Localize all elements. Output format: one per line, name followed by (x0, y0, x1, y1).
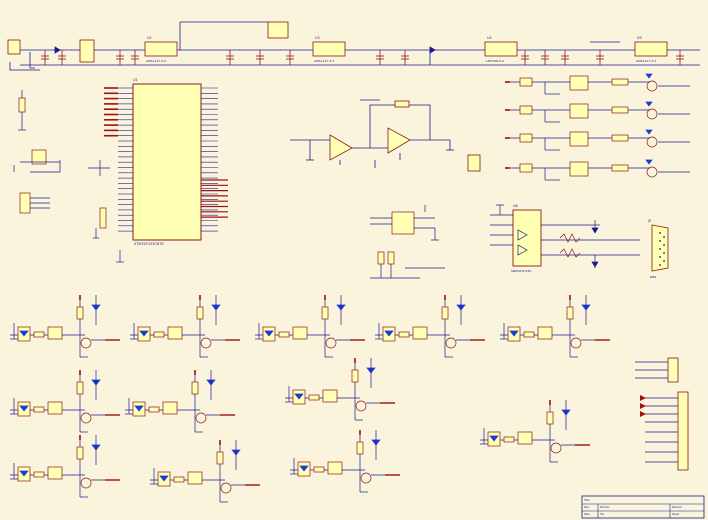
relay-driver (375, 295, 485, 358)
relay-driver (130, 295, 240, 358)
mcu-ref: U1 (133, 78, 138, 82)
relay-driver-channels (10, 295, 610, 503)
relay-driver (10, 295, 120, 358)
mcu-pins (104, 87, 228, 232)
mcu-u1: U1 STM32F103C8T6 (104, 78, 228, 246)
connector-part: DB9 (650, 275, 656, 279)
middle-small-circuits (370, 205, 445, 279)
size-label: Size (584, 506, 589, 509)
output-connectors (635, 357, 689, 471)
regulator-u2-ref: U2 (147, 36, 152, 40)
relay-driver (285, 358, 395, 421)
db9-connector: J5 DB9 (647, 219, 669, 279)
power-supply-rail (7, 21, 700, 71)
interface-ic-ref: U8 (513, 204, 518, 208)
file-label: File (600, 513, 605, 516)
mcu-part: STM32F103C8T6 (134, 242, 164, 246)
opamp-section (290, 99, 481, 172)
opto-row (505, 101, 690, 123)
interface-ic-part: SN65HVD230 (511, 269, 531, 273)
mcu-side-circuits (88, 160, 124, 263)
regulator-u2: U2 AMS1117-5.0 (144, 36, 178, 63)
relay-driver (10, 370, 120, 433)
sheet-label: Sheet (672, 513, 679, 516)
title-label: Title (584, 498, 590, 502)
regulator-u4-part: LM2596-5.0 (486, 59, 504, 63)
regulator-u5: U5 AMS1117-3.3 (634, 36, 668, 63)
connector-ref: J5 (647, 219, 651, 223)
regulator-u3-ref: U3 (315, 36, 320, 40)
title-block: Title Size Number Revision Date File She… (581, 495, 705, 519)
left-small-circuits (13, 90, 61, 214)
relay-driver (480, 400, 590, 463)
revision-label: Revision (672, 506, 682, 509)
relay-driver (10, 435, 120, 498)
regulator-u4-ref: U4 (487, 36, 493, 40)
regulator-u3-part: AMS1117-3.3 (314, 59, 334, 63)
relay-driver (255, 295, 365, 358)
can-interface: U8 SN65HVD230 J5 DB9 (490, 204, 669, 279)
relay-driver (290, 430, 400, 493)
relay-driver (150, 440, 260, 503)
regulator-u3: U3 AMS1117-3.3 (312, 36, 346, 63)
opto-row (505, 159, 690, 181)
number-label: Number (600, 506, 610, 509)
opto-row (505, 73, 690, 95)
date-label: Date (584, 513, 590, 516)
regulator-u5-ref: U5 (637, 36, 642, 40)
opto-row (505, 129, 690, 151)
relay-driver (500, 295, 610, 358)
relay-driver (125, 370, 235, 433)
regulator-u5-part: AMS1117-3.3 (636, 59, 656, 63)
opto-output-rows (505, 73, 690, 181)
regulator-u4: U4 LM2596-5.0 (484, 36, 518, 63)
regulator-u2-part: AMS1117-5.0 (146, 59, 166, 63)
